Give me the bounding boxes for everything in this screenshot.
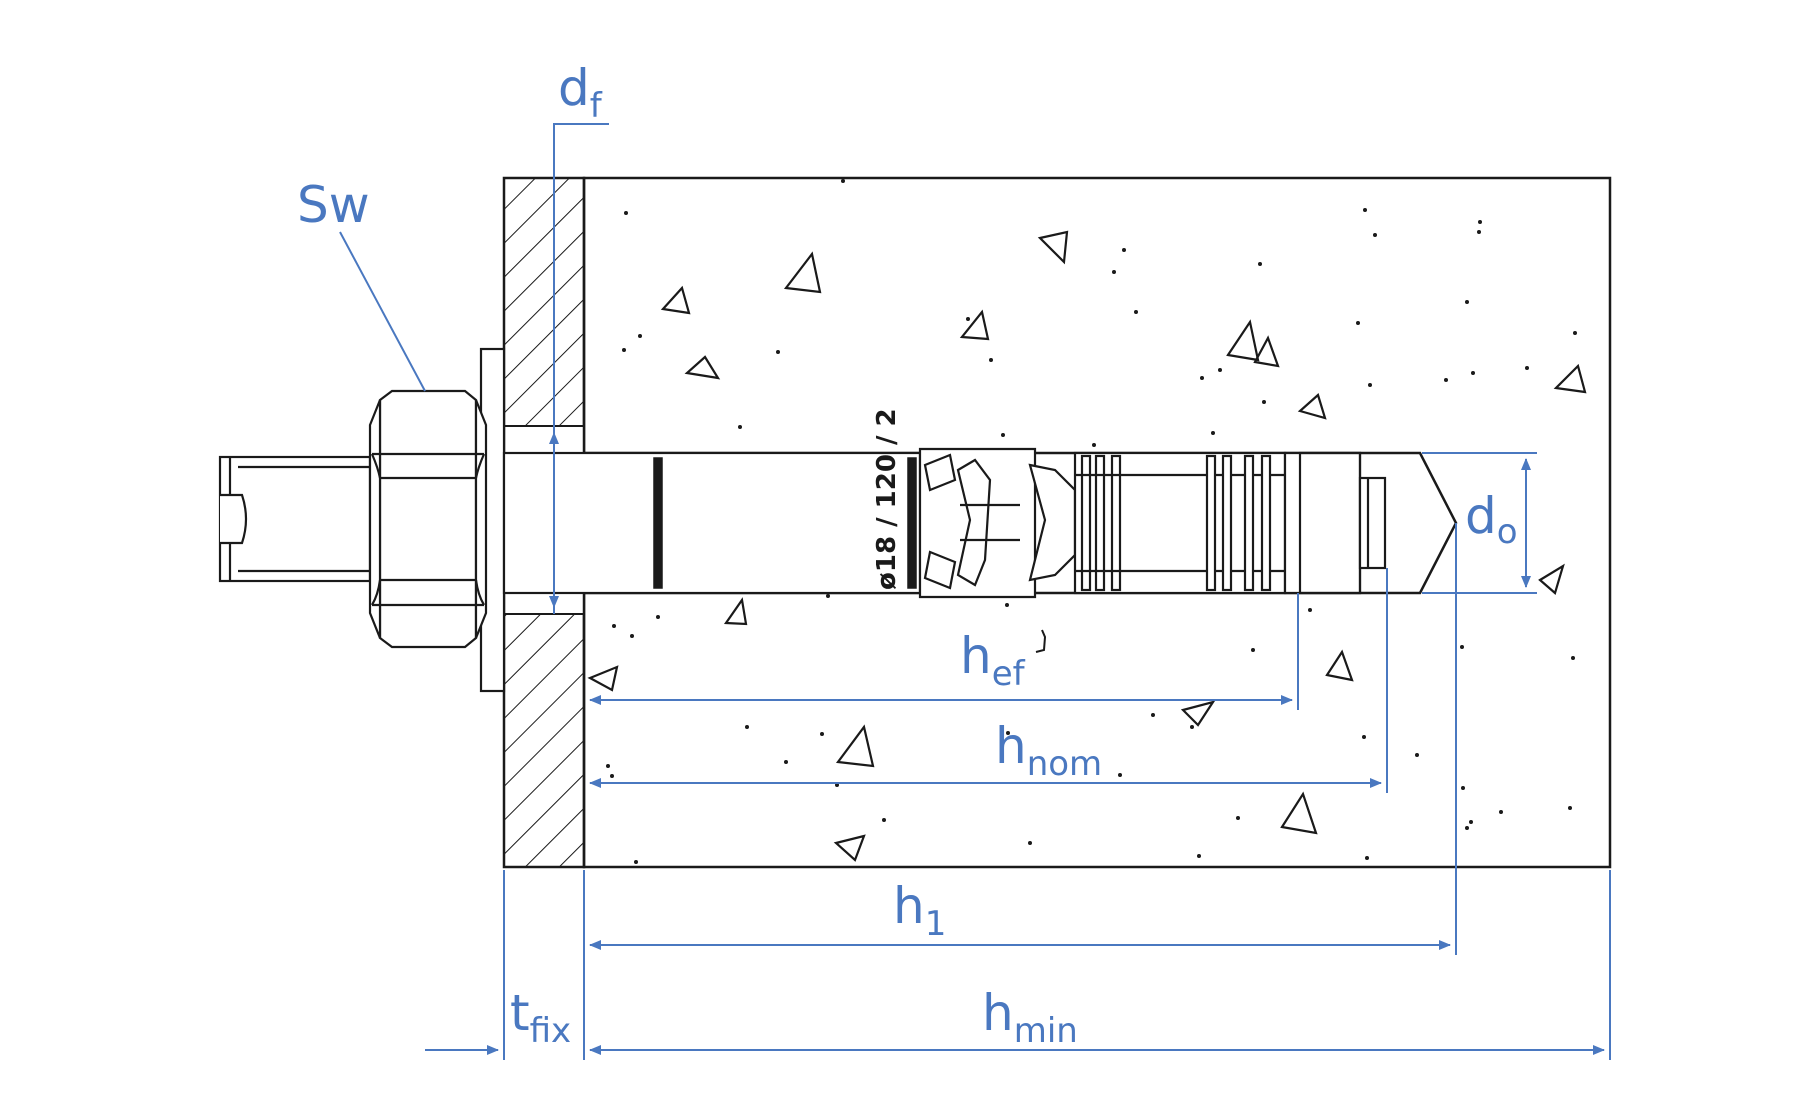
small-mark xyxy=(1035,629,1047,653)
label-tfix: tfix xyxy=(510,984,571,1051)
dimension-lines xyxy=(339,123,1611,1060)
engraving-text: ø18 / 120 / 2 xyxy=(872,408,902,590)
bolt-shank xyxy=(502,451,922,595)
hex-nut xyxy=(368,389,488,649)
aggregate-dots xyxy=(606,179,1577,864)
label-h1: h1 xyxy=(893,877,946,944)
aggregate-triangles xyxy=(587,230,1587,862)
label-do: do xyxy=(1465,487,1518,552)
label-hef: hef xyxy=(960,627,1026,694)
sw-leader xyxy=(339,231,426,392)
label-sw: Sw xyxy=(297,176,370,234)
labels: Sw df do hef hnom h1 hmin tfix xyxy=(297,59,1518,1051)
anchor-cone xyxy=(1283,451,1387,595)
knurl-mark xyxy=(653,457,917,589)
sleeve-rings xyxy=(1073,451,1287,595)
anchor-bolt xyxy=(218,347,1387,693)
expansion-sleeve xyxy=(918,447,1077,599)
label-df: df xyxy=(558,59,603,126)
label-hmin: hmin xyxy=(982,984,1078,1051)
label-hnom: hnom xyxy=(995,717,1102,784)
